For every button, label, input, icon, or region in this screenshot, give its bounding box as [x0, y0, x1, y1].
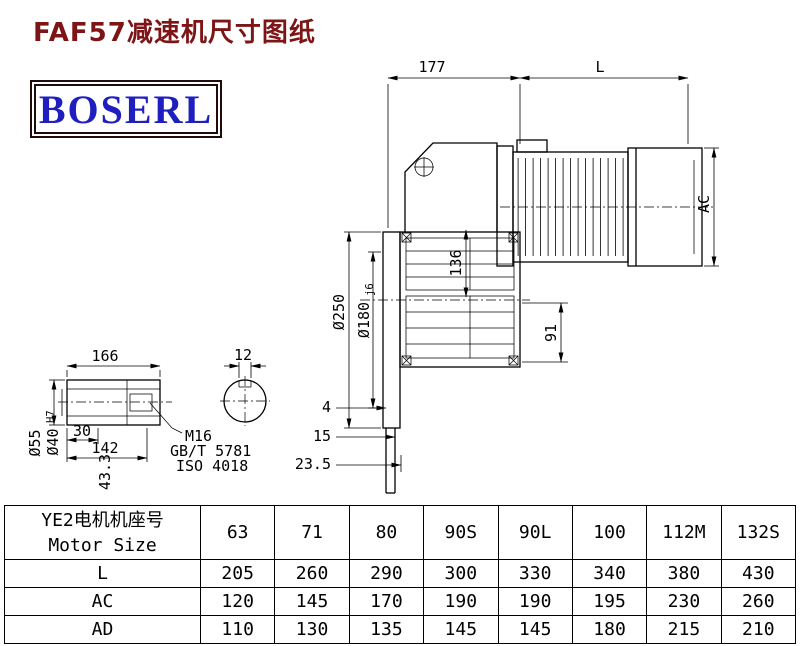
table-cell: 90S [423, 505, 499, 560]
dim-d40-tolerance-label: H7 [45, 410, 57, 423]
table-cell: 132S [720, 505, 797, 560]
table-row-AC: AC 120 145 170 190 190 195 230 260 [4, 587, 797, 616]
dim-30-label: 30 [73, 422, 91, 440]
table-cell: 100 [571, 505, 648, 560]
table-cell: 290 [348, 559, 425, 588]
table-cell: 71 [274, 505, 350, 560]
table-cell: 135 [348, 615, 425, 644]
dim-136-label: 136 [447, 249, 465, 276]
table-cell: 130 [274, 615, 350, 644]
table-cell: 190 [497, 587, 573, 616]
gearbox-main-view [382, 139, 703, 494]
mounting-flange [382, 231, 401, 429]
row-label: L [4, 559, 201, 588]
table-cell: 80 [348, 505, 425, 560]
logo-box: BOSERL [30, 80, 222, 138]
table-cell: 145 [274, 587, 350, 616]
table-cell: 380 [646, 559, 722, 588]
table-cell: 190 [423, 587, 499, 616]
tapped-hole-hatch [129, 393, 153, 412]
table-cell: 330 [497, 559, 573, 588]
dim-4-label: 4 [322, 398, 331, 416]
table-cell: 210 [720, 615, 797, 644]
shaft-body [66, 379, 161, 426]
motor-adapter [496, 145, 514, 267]
table-cell: 340 [571, 559, 648, 588]
row-label: AD [4, 615, 201, 644]
logo-text: BOSERL [38, 86, 214, 132]
terminal-box [516, 139, 548, 153]
thread-note-gb: GB/T 5781 [170, 442, 251, 460]
upper-housing [404, 142, 498, 232]
table-cell: 215 [646, 615, 722, 644]
shaft-detail-view: 166 Ø55 Ø40 H7 30 142 43.3 M16 GB/T 5781 [26, 347, 251, 490]
gear-case [399, 231, 521, 368]
motor-size-header-cell: YE2电机机座号 Motor Size [4, 505, 201, 560]
page-title: FAF57减速机尺寸图纸 [33, 18, 316, 48]
shaft-end-circle [223, 379, 267, 423]
table-cell: 230 [646, 587, 722, 616]
table-cell: 195 [571, 587, 648, 616]
dim-d55-label: Ø55 [26, 429, 44, 456]
dim-43_3-label: 43.3 [96, 454, 114, 490]
motor-fins [515, 158, 626, 256]
dim-AC-label: AC [695, 195, 713, 213]
table-header-row: YE2电机机座号 Motor Size 63 71 80 90S 90L 100… [4, 505, 797, 560]
dim-166-label: 166 [91, 347, 118, 365]
row-label: AC [4, 587, 201, 616]
technical-drawing: 177 L AC Ø250 Ø180 j6 136 9 [26, 58, 719, 494]
table-row-L: L 205 260 290 300 330 340 380 430 [4, 559, 797, 588]
table-cell: 205 [199, 559, 276, 588]
motor-size-label-cn: YE2电机机座号 [41, 509, 164, 531]
table-cell: 112M [646, 505, 722, 560]
dim-d180-tolerance-label: j6 [364, 283, 376, 296]
centerlines [58, 206, 716, 426]
bolt-heads [401, 232, 519, 366]
dim-177-label: 177 [418, 58, 445, 76]
table-cell: 120 [199, 587, 276, 616]
table-cell: 260 [720, 587, 797, 616]
motor-size-label-en: Motor Size [48, 534, 157, 556]
dim-91-label: 91 [542, 324, 560, 342]
table-cell: 145 [423, 615, 499, 644]
table-cell: 110 [199, 615, 276, 644]
dim-15-label: 15 [313, 427, 331, 445]
main-dimensions: 177 L AC Ø250 Ø180 j6 136 9 [295, 58, 719, 473]
table-cell: 145 [497, 615, 573, 644]
thread-note-m16: M16 [185, 427, 212, 445]
spec-table: YE2电机机座号 Motor Size 63 71 80 90S 90L 100… [4, 505, 797, 644]
table-cell: 430 [720, 559, 797, 588]
shaft-end-view: 12 [223, 346, 267, 423]
dim-d250-label: Ø250 [330, 294, 348, 330]
table-row-AD: AD 110 130 135 145 145 180 215 210 [4, 615, 797, 644]
table-cell: 90L [497, 505, 573, 560]
table-cell: 170 [348, 587, 425, 616]
table-cell: 300 [423, 559, 499, 588]
dim-12-label: 12 [234, 346, 252, 364]
thread-note-leader [149, 402, 183, 434]
dim-d40-label: Ø40 [44, 428, 62, 455]
dim-d180-label: Ø180 [355, 302, 373, 338]
dim-L-label: L [595, 58, 604, 76]
table-cell: 260 [274, 559, 350, 588]
thread-note-iso: ISO 4018 [176, 457, 248, 475]
dim-142-label: 142 [91, 439, 118, 457]
dim-23_5-label: 23.5 [295, 455, 331, 473]
table-cell: 180 [571, 615, 648, 644]
table-cell: 63 [199, 505, 276, 560]
